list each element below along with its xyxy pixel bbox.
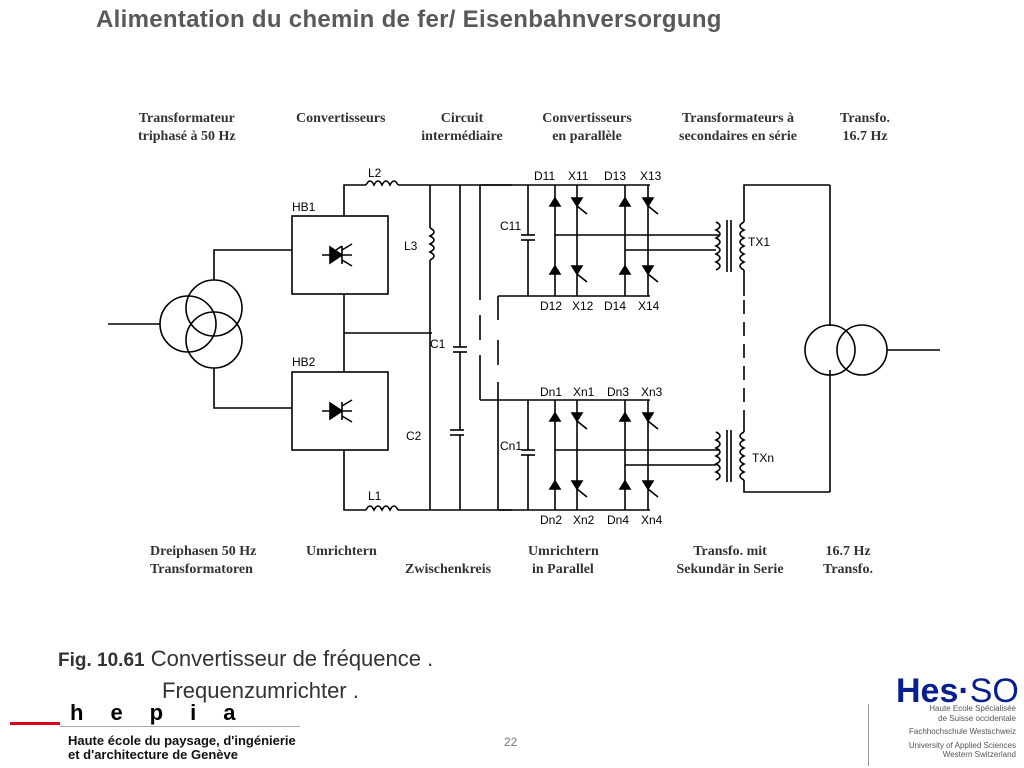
- figure-caption: Fig. 10.61 Convertisseur de fréquence . …: [58, 644, 433, 706]
- bridge-hb2: [291, 371, 389, 451]
- label-d13: D13: [604, 169, 626, 183]
- label-fr-transformer-line1: Transformateur: [138, 111, 235, 126]
- label-d11: D11: [534, 169, 555, 183]
- label-fr-parallel-converters: Convertisseurs en parallèle: [530, 110, 644, 146]
- label-hb1: HB1: [292, 200, 316, 214]
- label-fr-series-transformers: Transformateurs à secondaires en série: [660, 110, 816, 146]
- label-txn: TXn: [752, 451, 774, 465]
- hes-so-line3: Fachhochschule Westschweiz: [908, 727, 1016, 736]
- label-cn1: Cn1: [500, 439, 522, 453]
- figure-number: Fig. 10.61: [58, 650, 145, 671]
- label-de-transformer-line2: Transformatoren: [150, 562, 253, 577]
- label-l2: L2: [368, 166, 382, 180]
- label-d14: D14: [604, 299, 626, 313]
- page-number: 22: [504, 735, 518, 749]
- label-fr-transformer: Transformateur triphasé à 50 Hz: [138, 110, 236, 146]
- hepia-subtitle-line2: et d'architecture de Genève: [68, 747, 238, 762]
- hes-so-line5: Western Switzerland: [942, 750, 1016, 759]
- label-fr-parallel-line2: en parallèle: [552, 129, 622, 144]
- label-de-transfo-167: 16.7 Hz Transfo.: [812, 543, 884, 579]
- label-de-transformer: Dreiphasen 50 Hz Transformatoren: [150, 543, 256, 579]
- label-fr-intermediate-line1: Circuit: [440, 111, 484, 126]
- label-x12: X12: [572, 299, 594, 313]
- three-phase-transformer: [108, 249, 292, 409]
- label-fr-transfo-line2: 16.7 Hz: [842, 129, 888, 144]
- label-de-transfo-line1: 16.7 Hz: [825, 544, 871, 559]
- hepia-subtitle-line1: Haute école du paysage, d'ingénierie: [68, 733, 296, 748]
- label-c11: C11: [500, 219, 521, 233]
- label-de-series: Transfo. mit Sekundär in Serie: [660, 543, 800, 579]
- label-de-intermediate: Zwischenkreis: [405, 543, 491, 579]
- transformer-tx1: [714, 184, 830, 296]
- label-xn1: Xn1: [573, 385, 595, 399]
- lower-converter-devices: [548, 400, 720, 510]
- label-dn2: Dn2: [540, 513, 562, 527]
- label-fr-series-line1: Transformateurs à: [681, 111, 795, 126]
- label-de-parallel-line2: in Parallel: [532, 562, 594, 577]
- label-de-parallel-line1: Umrichtern: [528, 544, 599, 559]
- label-fr-intermediate: Circuit intermédiaire: [412, 110, 512, 146]
- label-l3: L3: [404, 239, 418, 253]
- output-transformer: [804, 185, 940, 492]
- caption-line1: Convertisseur de fréquence .: [150, 646, 434, 671]
- label-fr-transfo-line1: Transfo.: [840, 111, 890, 126]
- hes-so-logo-dot: ·: [958, 672, 970, 710]
- label-de-parallel: Umrichtern in Parallel: [528, 543, 599, 579]
- upper-converter-devices: [548, 185, 720, 296]
- hes-so-text: Haute Ecole Spécialisée de Suisse occide…: [866, 704, 1016, 760]
- label-x11: X11: [568, 169, 589, 183]
- label-fr-converters: Convertisseurs: [296, 110, 385, 128]
- label-xn2: Xn2: [573, 513, 595, 527]
- label-hb2: HB2: [292, 355, 316, 369]
- label-tx1: TX1: [748, 235, 770, 249]
- label-fr-converters-line1: Convertisseurs: [296, 111, 386, 126]
- label-de-transformer-line1: Dreiphasen 50 Hz: [150, 544, 257, 559]
- label-fr-transformer-line2: triphasé à 50 Hz: [138, 129, 236, 144]
- label-de-intermediate-line2: Zwischenkreis: [405, 562, 492, 577]
- label-de-converters: Umrichtern: [306, 543, 377, 561]
- hes-so-line1: Haute Ecole Spécialisée: [929, 704, 1016, 713]
- circuit-diagram: HB1 HB2 L2 L1 L3 C1 C2 C11: [108, 166, 940, 527]
- hes-so-logo-so: SO: [969, 672, 1019, 710]
- label-fr-series-line2: secondaires en série: [679, 129, 797, 144]
- label-fr-parallel-line1: Convertisseurs: [542, 111, 632, 126]
- label-x13: X13: [640, 169, 662, 183]
- hepia-subtitle: Haute école du paysage, d'ingénierie et …: [68, 734, 296, 762]
- label-c2: C2: [406, 429, 422, 443]
- label-c1: C1: [430, 337, 446, 351]
- transformer-txn: [714, 412, 830, 493]
- label-xn3: Xn3: [641, 385, 663, 399]
- label-fr-intermediate-line2: intermédiaire: [421, 129, 503, 144]
- hes-so-line2: de Suisse occidentale: [938, 713, 1016, 723]
- label-fr-transfo-167: Transfo. 16.7 Hz: [830, 110, 900, 146]
- page-title: Alimentation du chemin de fer/ Eisenbahn…: [96, 6, 722, 33]
- label-xn4: Xn4: [641, 513, 663, 527]
- hes-so-line4: University of Applied Sciences: [908, 740, 1016, 750]
- bridge-hb1: [291, 215, 389, 295]
- hes-so-divider: [868, 704, 869, 766]
- hepia-divider: [60, 726, 300, 727]
- caption-line2: Frequenzumrichter .: [162, 678, 359, 703]
- label-dn4: Dn4: [607, 513, 629, 527]
- label-dn1: Dn1: [540, 385, 562, 399]
- hes-so-logo: Hes·SO: [896, 672, 1019, 711]
- label-de-transfo-line2: Transfo.: [823, 562, 873, 577]
- label-d12: D12: [540, 299, 562, 313]
- label-dn3: Dn3: [607, 385, 629, 399]
- label-de-series-line1: Transfo. mit: [693, 544, 767, 559]
- hepia-red-bar: [10, 722, 60, 725]
- label-de-converters-line1: Umrichtern: [306, 544, 377, 559]
- label-l1: L1: [368, 489, 382, 503]
- hes-so-logo-main: Hes: [896, 672, 959, 710]
- label-de-series-line2: Sekundär in Serie: [676, 562, 784, 577]
- hepia-logo: hepia: [70, 700, 263, 725]
- label-x14: X14: [638, 299, 660, 313]
